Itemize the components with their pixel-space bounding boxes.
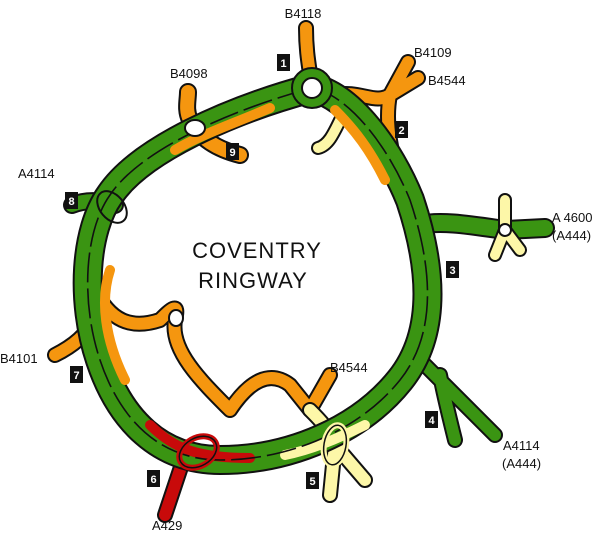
svg-text:9: 9 [229,147,235,159]
ringway [72,73,443,475]
ring-slip-orange-north [170,103,275,155]
roundabout-junction-1 [301,77,323,99]
map-title-line-1: COVENTRY [192,238,322,263]
svg-text:2: 2 [398,125,404,137]
ring-slip-orange-west [100,265,130,385]
junction-6[interactable]: 6 [147,470,160,487]
label-b4118: B4118 [285,6,322,21]
svg-text:1: 1 [280,58,286,70]
road-a4600 [412,214,553,238]
roundabout-a4600 [498,223,512,237]
svg-text:8: 8 [68,196,74,208]
svg-text:5: 5 [309,476,315,488]
roundabouts [96,67,512,471]
junction-7[interactable]: 7 [70,366,83,383]
junction-1[interactable]: 1 [277,54,290,71]
svg-text:6: 6 [150,474,156,486]
junction-9[interactable]: 9 [226,143,239,160]
label-a4114-se-alt: (A444) [502,456,541,471]
junction-2[interactable]: 2 [395,121,408,138]
roundabout-junction-8 [96,190,128,224]
label-a429: A429 [152,518,182,533]
junction-3[interactable]: 3 [446,261,459,278]
map-title-line-2: RINGWAY [198,268,308,293]
label-b4101: B4101 [0,351,38,366]
road-labels: B4118 B4109 B4544 B4098 A4114 A 4600 (A4… [0,6,593,533]
label-b4544-s: B4544 [330,360,368,375]
junction-markers: 1 2 3 4 5 6 7 8 9 [65,54,459,489]
label-b4098: B4098 [170,66,208,81]
label-b4544-ne: B4544 [428,73,466,88]
junction-8[interactable]: 8 [65,192,78,209]
label-b4109: B4109 [414,45,452,60]
junction-4[interactable]: 4 [425,411,438,428]
ring-slip-red [145,420,255,463]
road-a4114-se [419,359,501,446]
svg-text:7: 7 [73,370,79,382]
label-a4600-alt: (A444) [552,228,591,243]
label-a4114-se: A4114 [503,438,540,453]
svg-text:3: 3 [449,265,455,277]
label-a4114-w: A4114 [18,166,55,181]
svg-text:4: 4 [428,415,435,427]
junction-5[interactable]: 5 [306,472,319,489]
ring-slip-orange-ne [330,105,390,185]
label-a4600: A 4600 [552,210,593,225]
